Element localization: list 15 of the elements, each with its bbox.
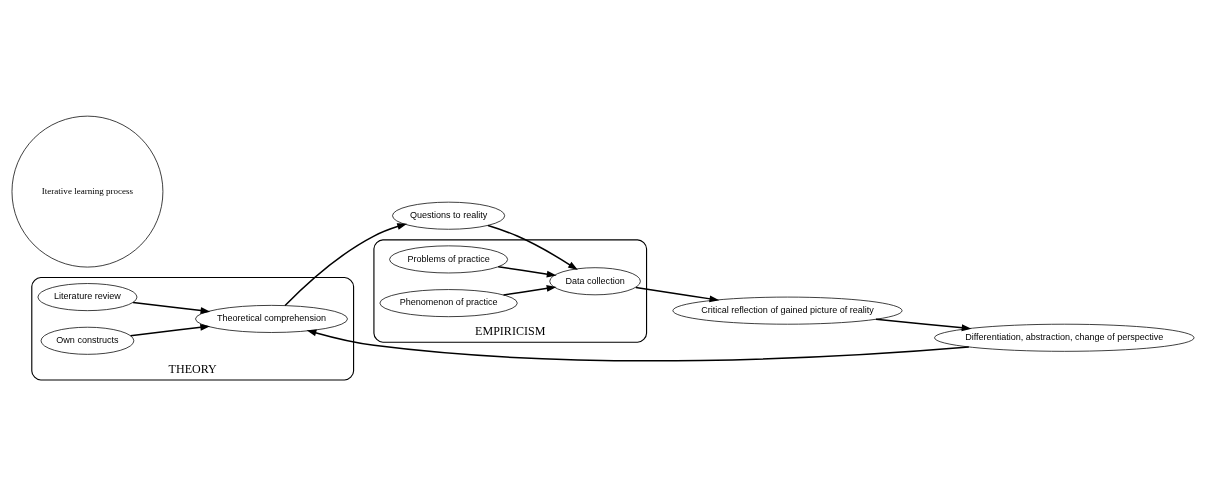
arrow	[875, 318, 972, 331]
arrow	[635, 286, 720, 302]
arrow	[129, 323, 211, 336]
arrow	[284, 222, 408, 306]
arrow	[306, 329, 970, 362]
arrow	[487, 224, 578, 270]
arrow	[497, 265, 557, 277]
node-ellipse: Literature review	[37, 282, 138, 311]
node-ellipse: Own constructs	[40, 326, 135, 355]
arrow	[502, 284, 557, 296]
node-ellipse: Phenomenon of practice	[379, 288, 518, 317]
arrow	[132, 301, 211, 314]
node-ellipse: Problems of practice	[389, 244, 508, 273]
node-circle: Iterative learning process	[11, 115, 164, 267]
node-ellipse: Data collection	[549, 266, 641, 295]
